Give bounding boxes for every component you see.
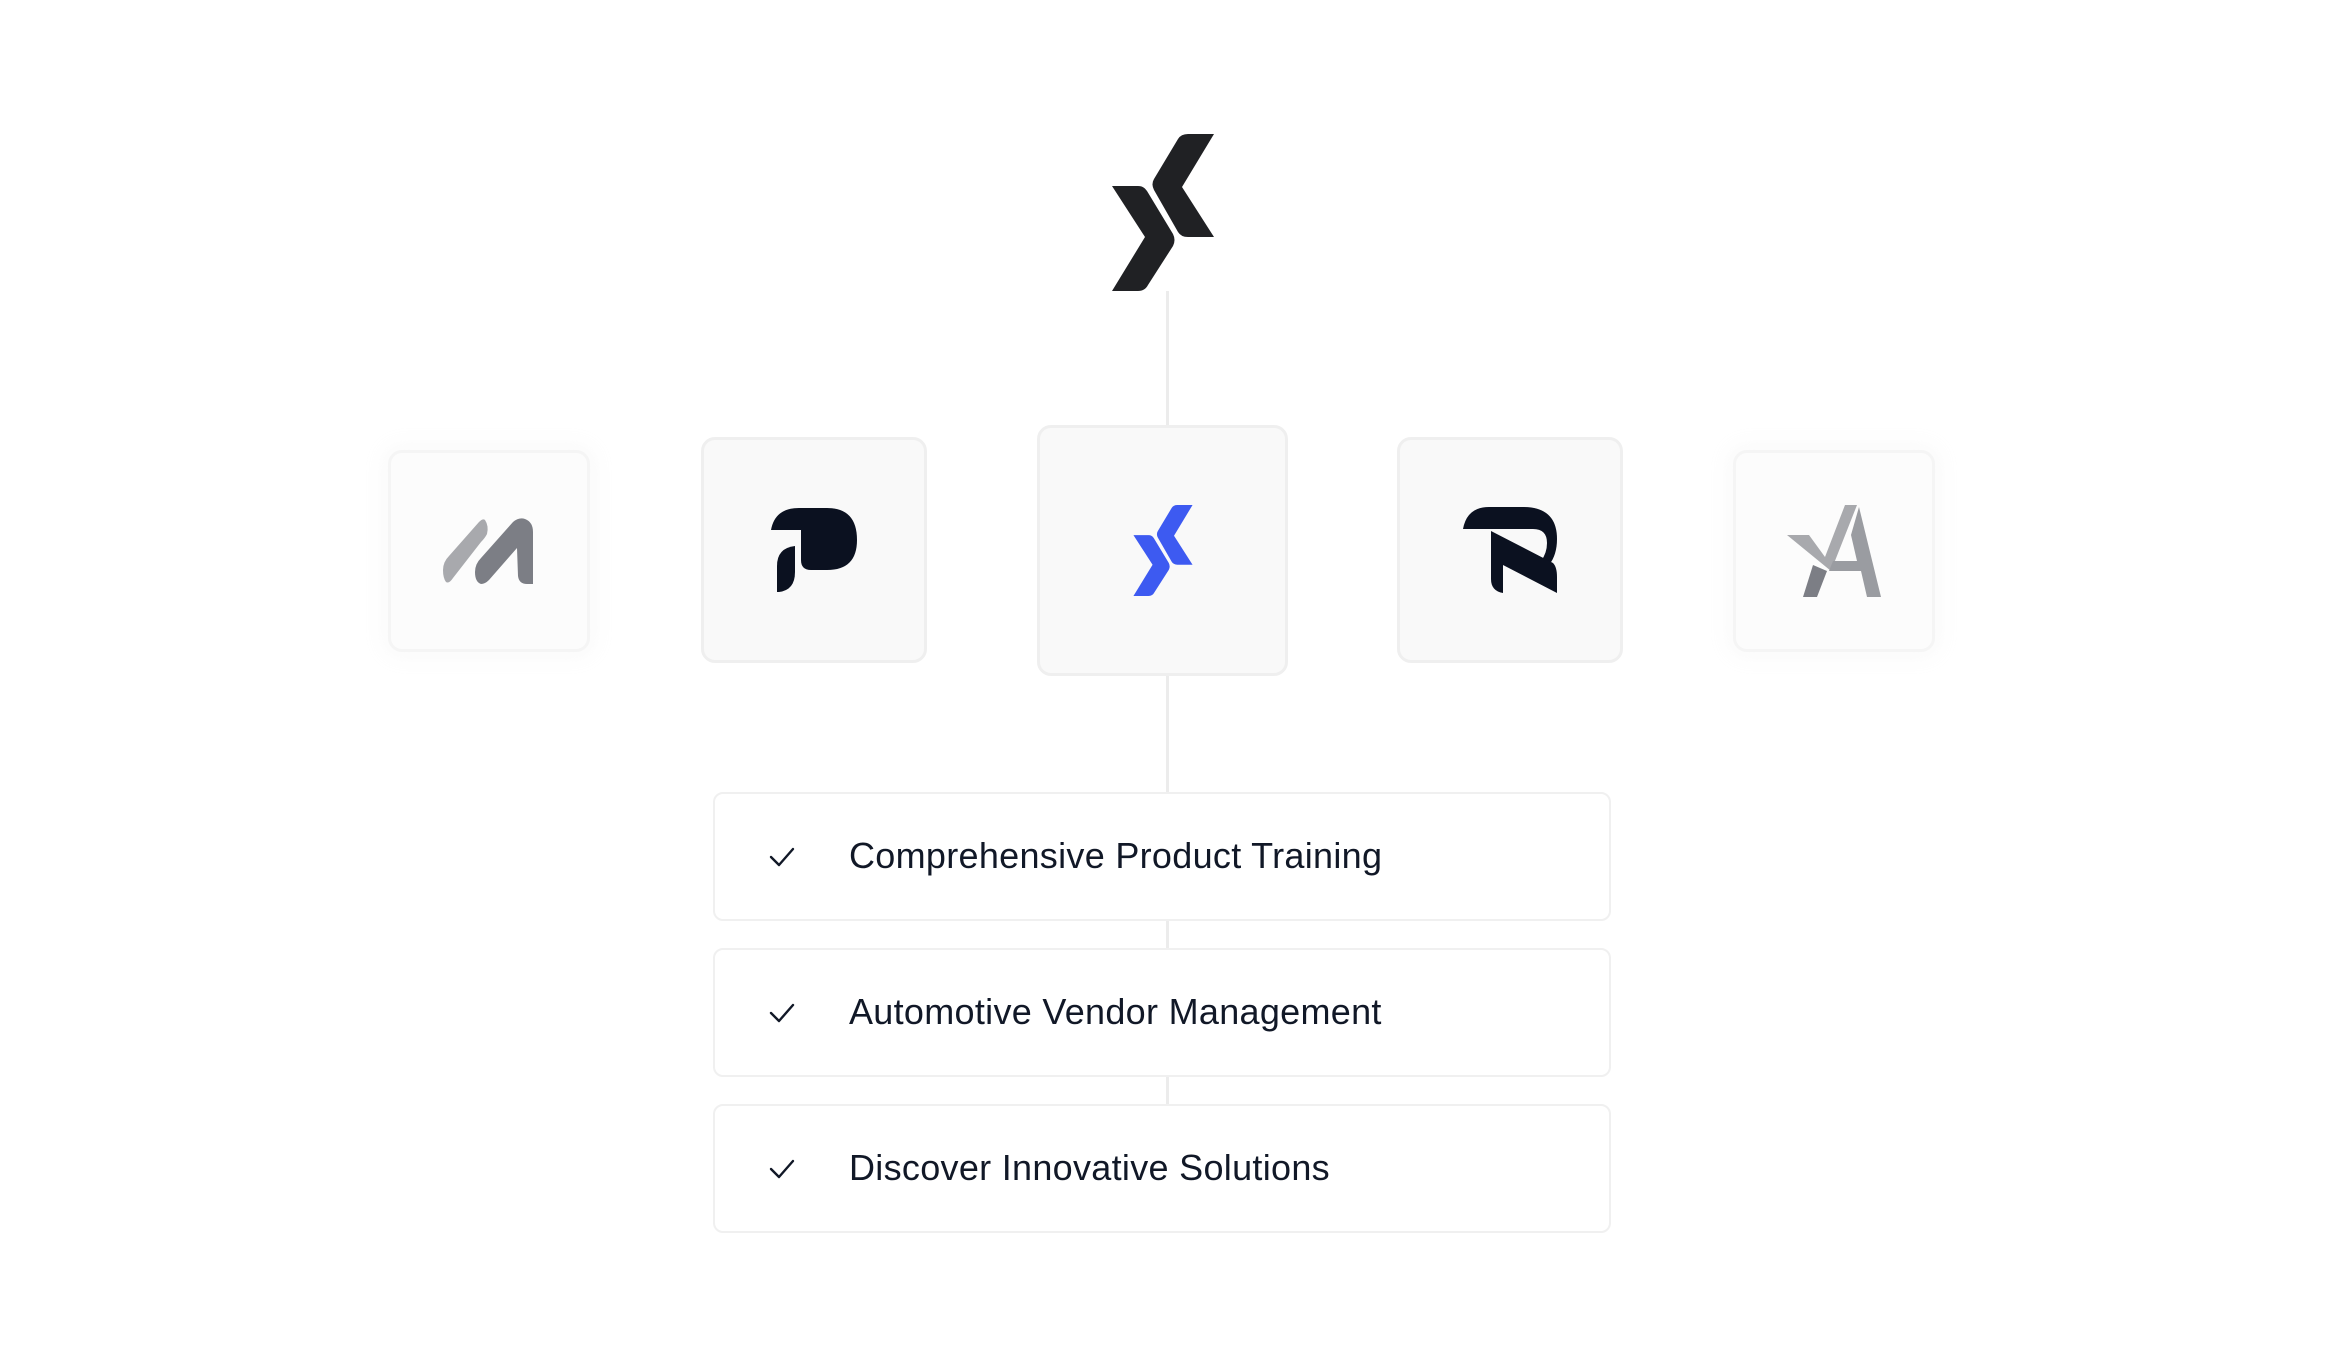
connector-line-middle [1166,676,1169,793]
feature-label: Automotive Vendor Management [849,990,1382,1032]
logo-card-x-active[interactable] [1037,425,1288,676]
feature-label: Comprehensive Product Training [849,834,1383,876]
check-icon [769,1003,795,1022]
p-brand-logo-icon [771,508,857,592]
x-brand-logo-icon [1132,505,1193,596]
r-brand-logo-icon [1463,507,1557,593]
feature-label: Discover Innovative Solutions [849,1146,1330,1188]
connector-line-rows-2 [1166,1076,1169,1104]
logo-card-p[interactable] [701,437,927,663]
chevron-x-logo-icon [1112,134,1214,291]
feature-row: Comprehensive Product Training [713,792,1611,921]
logo-card-m[interactable] [388,450,590,652]
hero-brand-logo [1112,134,1214,291]
check-icon [769,1159,795,1178]
m-brand-logo-icon [443,518,533,584]
feature-row: Automotive Vendor Management [713,948,1611,1077]
a-brand-logo-icon [1787,505,1881,597]
check-icon [769,847,795,866]
connector-line-top [1166,291,1169,426]
logo-card-r[interactable] [1397,437,1623,663]
logo-card-a[interactable] [1733,450,1935,652]
feature-row: Discover Innovative Solutions [713,1104,1611,1233]
connector-line-rows-1 [1166,921,1169,949]
